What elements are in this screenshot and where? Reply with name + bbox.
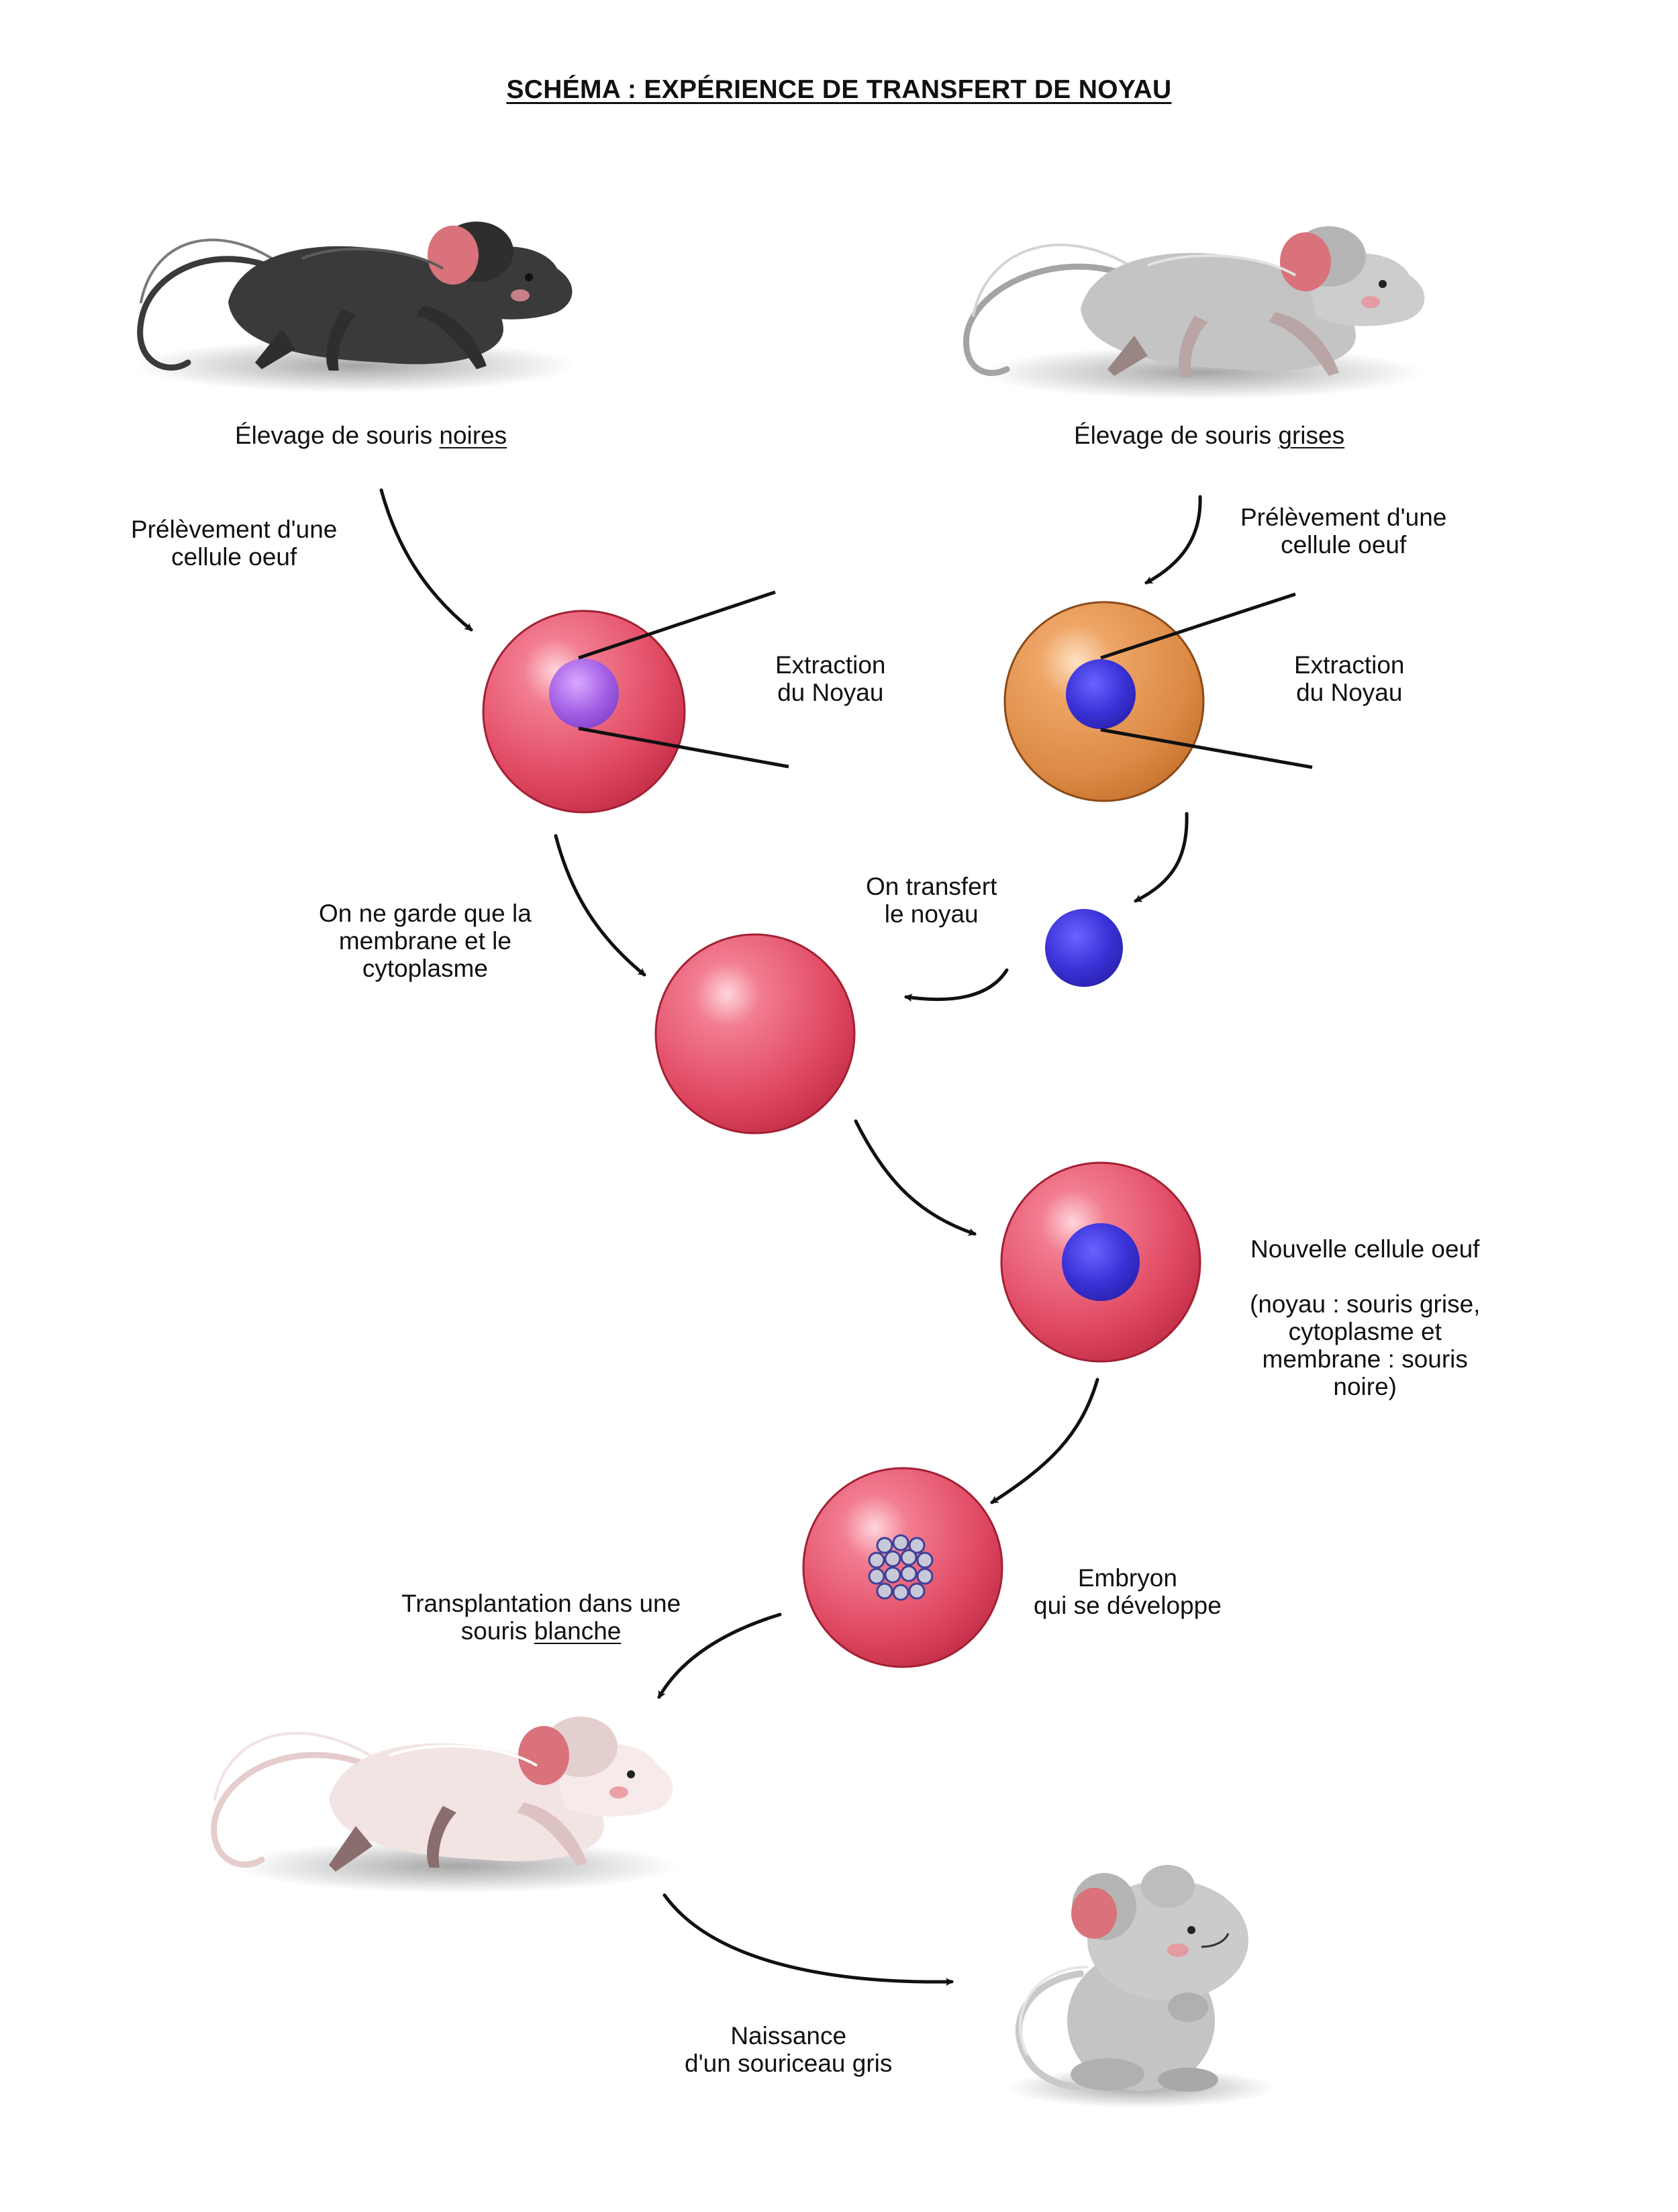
grey-mouse-icon: [963, 226, 1425, 399]
black-mouse-icon: [134, 222, 577, 393]
egg-cell-grey-mouse: [1003, 592, 1313, 802]
arrow-transfer-nucleus: [904, 968, 1009, 1002]
enucleated-cell: [654, 933, 856, 1135]
arrow-sampling-left: [379, 488, 473, 632]
transferred-nucleus: [1045, 909, 1123, 987]
arrow-birth: [662, 1893, 954, 1986]
page-title: SCHÉMA : EXPÉRIENCE DE TRANSFERT DE NOYA…: [506, 75, 1172, 104]
grey-baby-mouse-icon: [1007, 1865, 1275, 2108]
process-arrows: [379, 488, 1202, 1986]
pipette-upper-right: [1100, 592, 1296, 660]
pipette-lower-left: [578, 726, 789, 769]
arrow-sampling-right: [1144, 495, 1202, 585]
black-mice-label: Élevage de souris noires: [235, 422, 507, 449]
new-egg-cell: [1000, 1161, 1201, 1363]
embryo-cluster: [868, 1534, 934, 1601]
egg-cell-black-mouse: [482, 590, 789, 814]
transplant-label: Transplantation dans une souris blanche: [401, 1590, 681, 1645]
nucleus-purple: [549, 659, 619, 728]
nucleus-blue: [1066, 659, 1136, 729]
arrow-to-embryo: [990, 1378, 1099, 1504]
pipette-lower-right: [1100, 728, 1313, 769]
pipette-upper-left: [578, 590, 776, 660]
embryo-cell: [802, 1467, 1003, 1668]
white-mouse-icon: [211, 1717, 678, 1893]
arrow-right-to-nucleus: [1134, 812, 1189, 903]
arrow-transplant: [657, 1613, 782, 1699]
new-egg-label: Nouvelle cellule oeuf (noyau : souris gr…: [1250, 1235, 1481, 1400]
grey-mice-label: Élevage de souris grises: [1074, 422, 1345, 449]
nucleus-blue-new: [1062, 1223, 1140, 1301]
arrow-to-new-egg: [854, 1119, 977, 1236]
arrow-keep-cytoplasm: [554, 834, 646, 977]
